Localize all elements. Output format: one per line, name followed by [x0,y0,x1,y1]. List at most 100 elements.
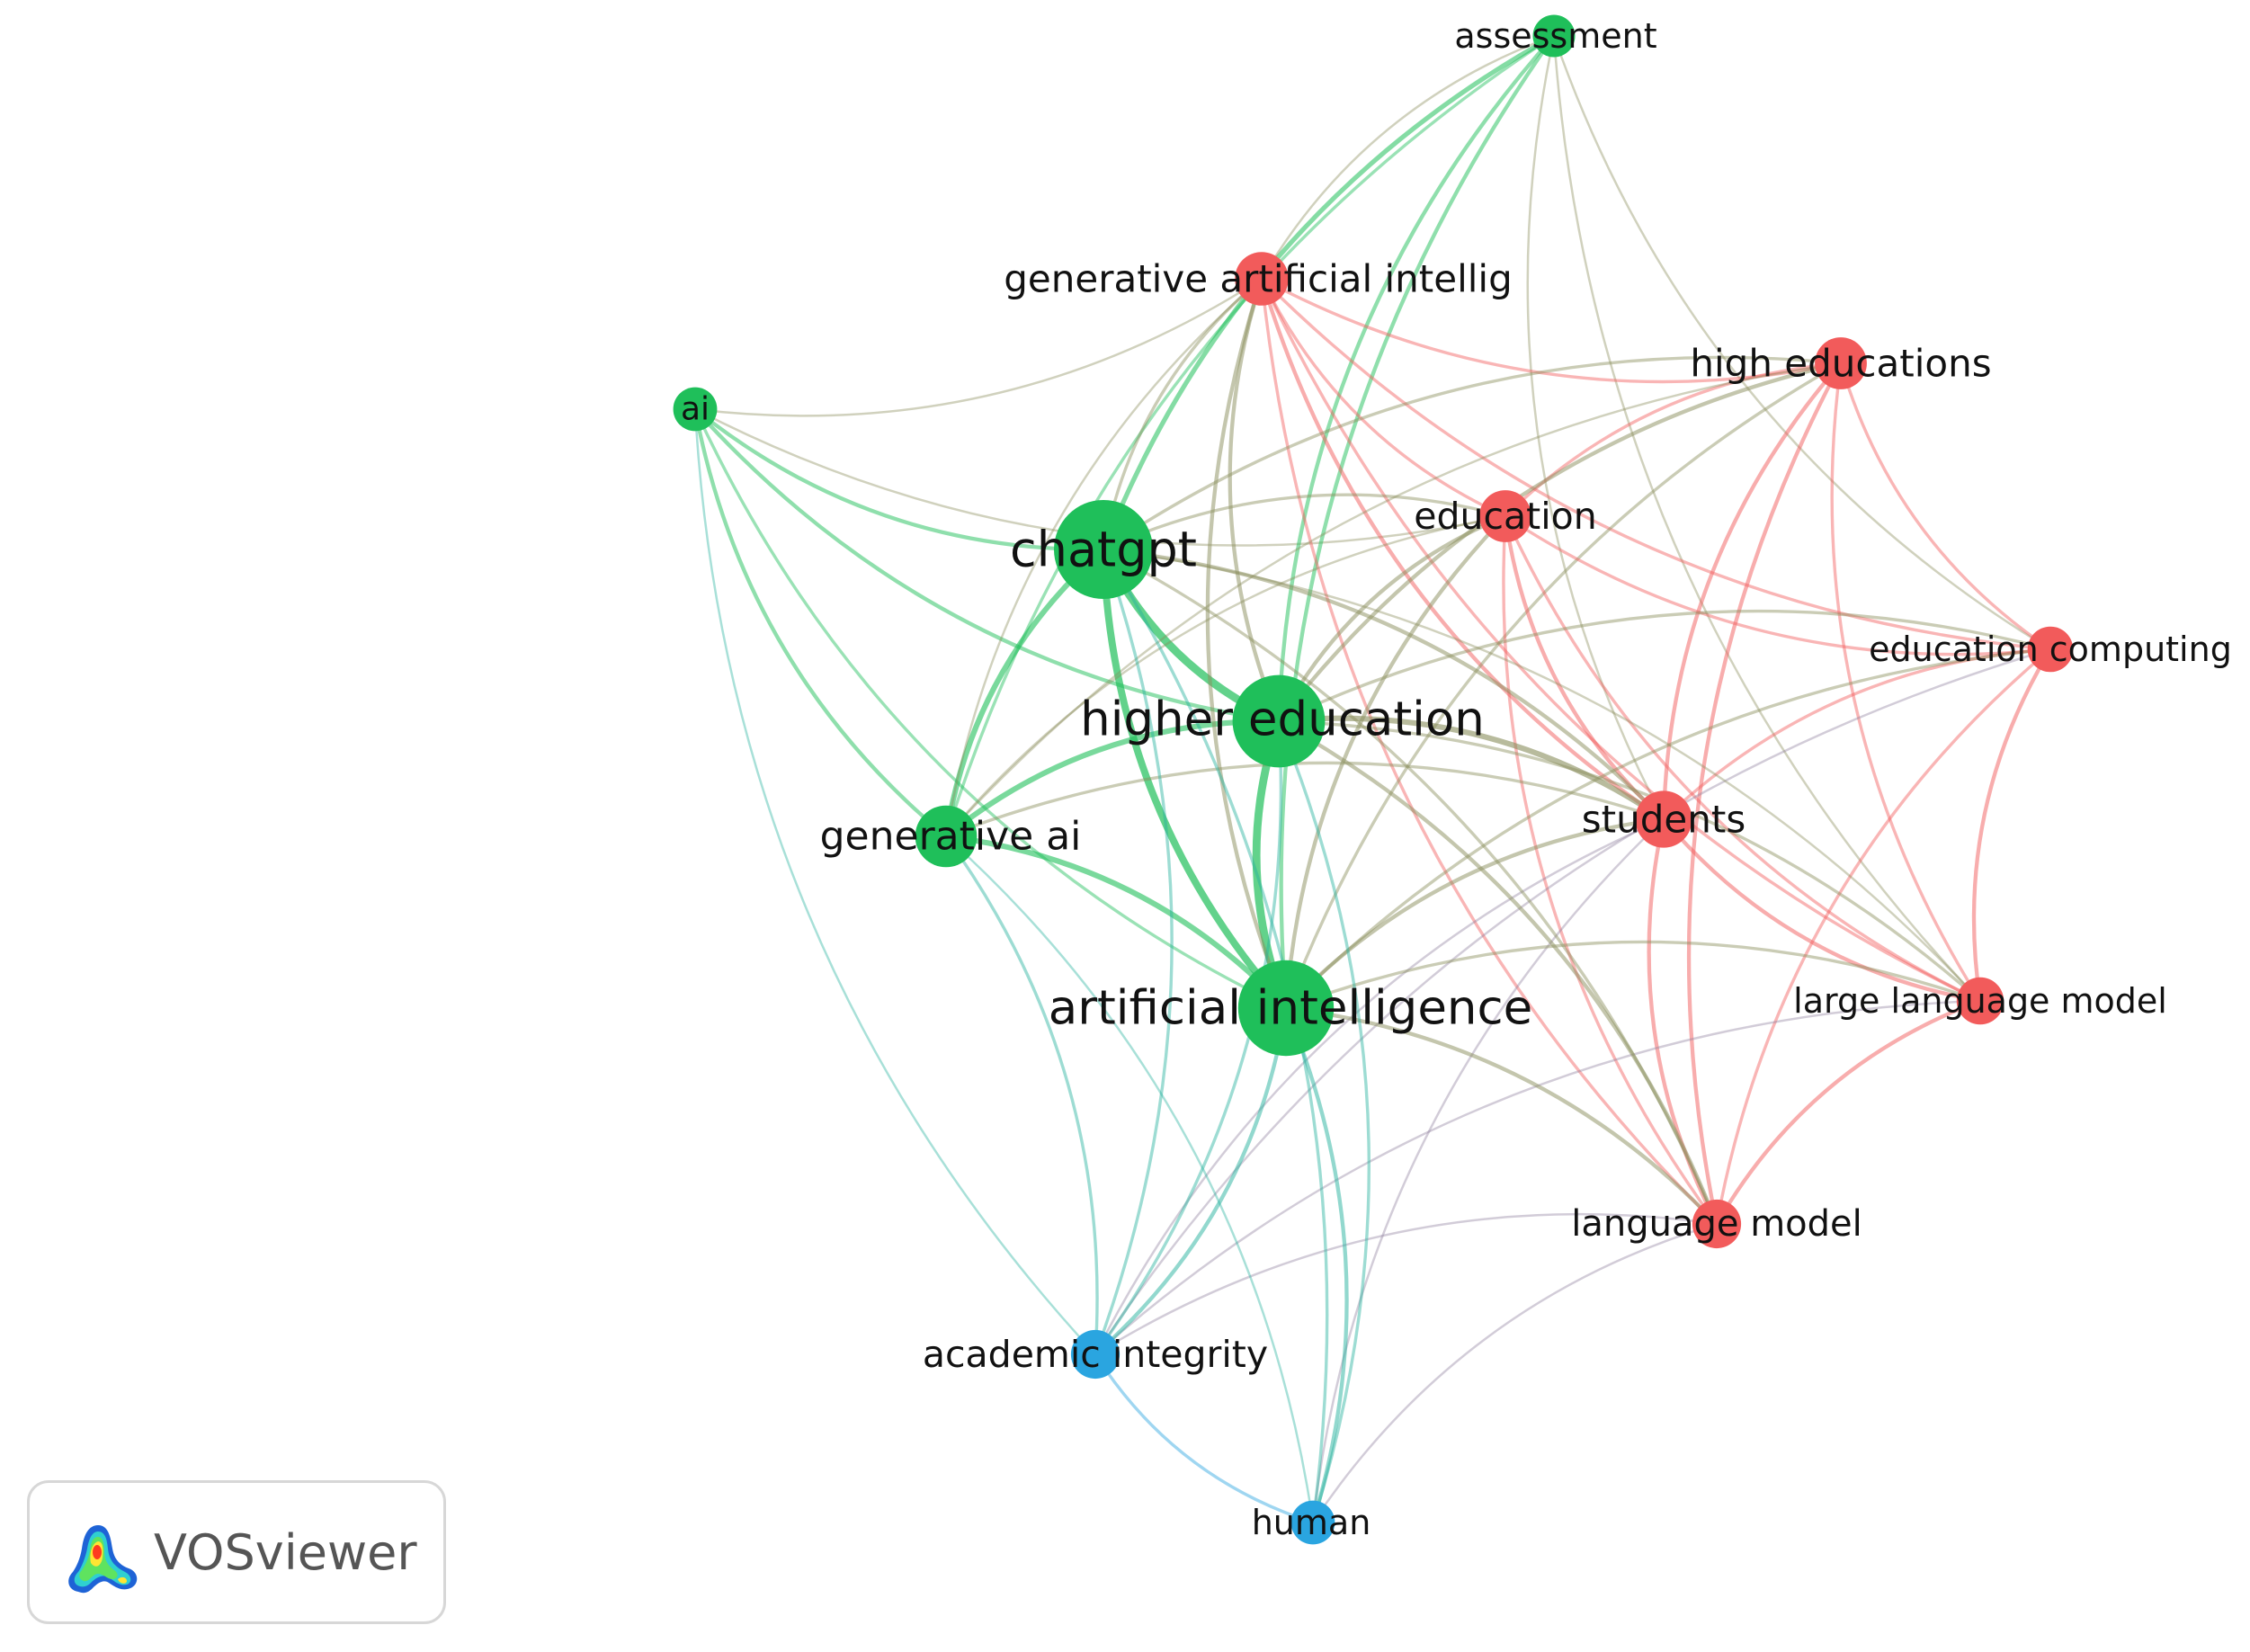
node-label-chatgpt[interactable]: chatgpt [1010,522,1197,578]
node-academic_integrity[interactable] [1070,1329,1121,1380]
link-higher_education-generative_ai [944,718,1280,839]
node-assessment[interactable] [1532,14,1576,58]
node-education_computing[interactable] [2027,626,2074,673]
link-genai_full-artificial_intelligence [1205,278,1288,1009]
link-education_computing-academic_integrity [1094,647,2051,1355]
link-assessment-large_language_model [1552,35,1981,1002]
link-high_educations-chatgpt [1103,355,1842,551]
link-high_educations-education_computing [1839,362,2051,651]
link-ai-higher_education [693,407,1280,724]
link-education_computing-language_model [1715,647,2052,1225]
node-label-genai_full[interactable]: generative artificial intellig [1004,257,1513,301]
node-chatgpt[interactable] [1054,500,1153,599]
link-genai_full-high_educations [1261,277,1842,384]
link-assessment-chatgpt [1101,33,1556,550]
link-genai_full-students [1259,278,1665,821]
link-human-higher_education [1277,720,1371,1523]
link-ai-academic_integrity [693,408,1096,1355]
node-ai[interactable] [673,387,718,432]
link-ai-artificial_intelligence [693,408,1287,1010]
node-label-higher_education[interactable]: higher education [1080,692,1485,747]
link-education_computing-artificial_intelligence [1284,647,2051,1010]
node-label-high_educations[interactable]: high educations [1690,342,1991,386]
link-high_educations-education [1504,362,1842,518]
link-academic_integrity-human [1094,1353,1314,1524]
link-human-artificial_intelligence [1284,1007,1349,1523]
node-label-students[interactable]: students [1582,798,1746,842]
node-label-academic_integrity[interactable]: academic integrity [923,1333,1268,1376]
link-students-large_language_model [1662,817,1981,1004]
link-large_language_model-language_model [1715,998,1981,1226]
link-students-generative_ai [945,761,1665,838]
link-education-chatgpt [1103,493,1506,551]
link-language_model-chatgpt [1103,548,1719,1225]
node-label-education_computing[interactable]: education computing [1869,630,2232,669]
link-students-higher_education [1278,715,1665,822]
link-students-artificial_intelligence [1284,817,1665,1010]
link-high_educations-students [1661,362,1843,820]
link-high_educations-language_model [1686,362,1843,1225]
node-label-generative_ai[interactable]: generative ai [820,814,1082,860]
node-label-human[interactable]: human [1252,1503,1371,1542]
node-label-language_model[interactable]: language model [1571,1203,1862,1245]
link-assessment-artificial_intelligence [1279,34,1556,1009]
node-human[interactable] [1290,1500,1335,1545]
link-education-large_language_model [1504,515,1981,1003]
link-high_educations-large_language_model [1830,362,1982,1002]
node-artificial_intelligence[interactable] [1237,960,1335,1057]
node-language_model[interactable] [1692,1199,1742,1249]
node-label-artificial_intelligence[interactable]: artificial intelligence [1049,981,1533,1036]
node-students[interactable] [1635,790,1692,848]
link-students-chatgpt [1103,547,1665,821]
link-large_language_model-academic_integrity [1094,999,1981,1355]
link-ai-generative_ai [692,408,948,838]
link-large_language_model-artificial_intelligence [1285,940,1981,1010]
node-label-education[interactable]: education [1414,495,1596,538]
link-education_computing-higher_education [1278,609,2051,723]
link-genai_full-education_computing [1260,277,2051,651]
vosviewer-density-icon [68,1525,138,1594]
link-ai-genai_full [694,277,1263,417]
link-education_computing-students [1662,647,2051,821]
link-genai_full-language_model [1260,278,1719,1226]
link-academic_integrity-chatgpt [1094,549,1174,1355]
link-assessment-generative_ai [944,34,1555,837]
link-academic_integrity-generative_ai [944,835,1099,1355]
vosviewer-logo: VOSviewer [27,1480,446,1624]
node-education[interactable] [1479,490,1531,542]
link-language_model-human [1311,1222,1718,1523]
link-assessment-genai_full [1260,34,1555,280]
node-higher_education[interactable] [1232,674,1326,768]
link-education_computing-large_language_model [1971,647,2052,1002]
link-genai_full-large_language_model [1260,278,1981,1003]
link-language_model-academic_integrity [1094,1212,1718,1356]
link-language_model-higher_education [1277,719,1719,1225]
link-artificial_intelligence-generative_ai [945,833,1289,1011]
node-label-assessment[interactable]: assessment [1454,16,1656,56]
link-high_educations-artificial_intelligence [1284,362,1842,1009]
link-assessment-higher_education [1276,34,1556,722]
node-generative_ai[interactable] [915,805,978,868]
link-assessment-students [1526,35,1665,820]
node-label-large_language_model[interactable]: large language model [1793,981,2167,1021]
link-education-generative_ai [945,514,1506,837]
link-education-language_model [1502,515,1719,1226]
link-high_educations-generative_ai [945,362,1842,837]
node-large_language_model[interactable] [1956,977,2004,1025]
link-genai_full-education [1260,278,1506,518]
node-high_educations[interactable] [1815,337,1867,389]
link-language_model-artificial_intelligence [1285,1005,1719,1226]
link-academic_integrity-higher_education [1094,720,1283,1355]
link-education-education_computing [1504,514,2051,656]
link-high_educations-higher_education [1277,361,1842,723]
node-label-ai[interactable]: ai [681,391,710,428]
nodes-layer [673,14,2074,1545]
node-genai_full[interactable] [1235,252,1289,306]
link-academic_integrity-artificial_intelligence [1094,1007,1289,1356]
link-students-academic_integrity [1094,817,1665,1355]
logo-text: VOSviewer [154,1523,417,1581]
link-human-generative_ai [945,835,1315,1523]
link-ai-chatgpt [693,407,1104,552]
link-education-artificial_intelligence [1283,514,1507,1009]
